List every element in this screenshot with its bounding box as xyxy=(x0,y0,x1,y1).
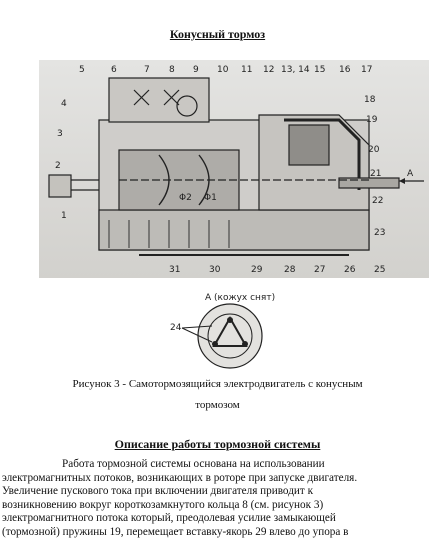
callout: 4 xyxy=(61,99,67,109)
paragraph-line3: Увеличение пускового тока при включении … xyxy=(2,485,314,498)
paragraph-line1: Работа тормозной системы основана на исп… xyxy=(62,458,325,470)
page-title: Конусный тормоз xyxy=(169,27,266,41)
flux-label: Φ2 xyxy=(179,193,192,203)
callout: 23 xyxy=(374,228,385,238)
callout: 7 xyxy=(144,65,150,75)
inset-figure: А (кожух снят) 24 xyxy=(150,286,280,376)
callout: 6 xyxy=(111,65,117,75)
callout: 20 xyxy=(368,145,380,155)
callout: 5 xyxy=(79,65,85,75)
callout: 2 xyxy=(55,161,61,171)
callout: 1 xyxy=(61,211,67,221)
paragraph-line6: (тормозной) пружины 19, перемещает встав… xyxy=(2,525,349,538)
callout: 18 xyxy=(364,95,376,105)
inset-caption: А (кожух снят) xyxy=(205,293,275,303)
arrow-head-icon xyxy=(399,178,405,184)
callout: 27 xyxy=(314,265,325,275)
section-title: Описание работы тормозной системы xyxy=(114,437,321,451)
callout: 3 xyxy=(57,129,63,139)
motor-figure: 5 6 7 8 9 10 11 12 13, 14 15 16 17 18 19… xyxy=(39,60,429,278)
paragraph-line4: возникновению вокруг короткозамкнутого к… xyxy=(2,498,324,511)
callout: 22 xyxy=(372,196,383,206)
callout: 21 xyxy=(370,169,381,179)
view-arrow-label: A xyxy=(407,169,414,179)
callout: 26 xyxy=(344,265,356,275)
callout: 28 xyxy=(284,265,296,275)
callout: 25 xyxy=(374,265,385,275)
callout: 19 xyxy=(366,115,378,125)
callout: 15 xyxy=(314,65,325,75)
callout: 13, 14 xyxy=(281,65,310,75)
motor-drawing: 5 6 7 8 9 10 11 12 13, 14 15 16 17 18 19… xyxy=(48,65,424,275)
figure-caption-line1: Рисунок 3 - Самотормозящийся электродвиг… xyxy=(72,378,363,390)
callout: 9 xyxy=(193,65,199,75)
callout: 31 xyxy=(169,265,180,275)
flux-label: Φ1 xyxy=(204,193,217,203)
paragraph-line5: электромагнитного потока который, преодо… xyxy=(2,512,336,525)
paragraph: Работа тормозной системы основана на исп… xyxy=(2,458,425,540)
paragraph-line2: электромагнитных потоков, возникающих в … xyxy=(2,471,358,484)
callout: 30 xyxy=(209,265,221,275)
inset-callout: 24 xyxy=(170,323,182,333)
callout: 29 xyxy=(251,265,263,275)
callout: 17 xyxy=(361,65,372,75)
callout: 16 xyxy=(339,65,351,75)
callout: 12 xyxy=(263,65,274,75)
callout: 8 xyxy=(169,65,175,75)
callout: 10 xyxy=(217,65,229,75)
callout: 11 xyxy=(241,65,252,75)
figure-caption-line2: тормозом xyxy=(195,399,240,411)
